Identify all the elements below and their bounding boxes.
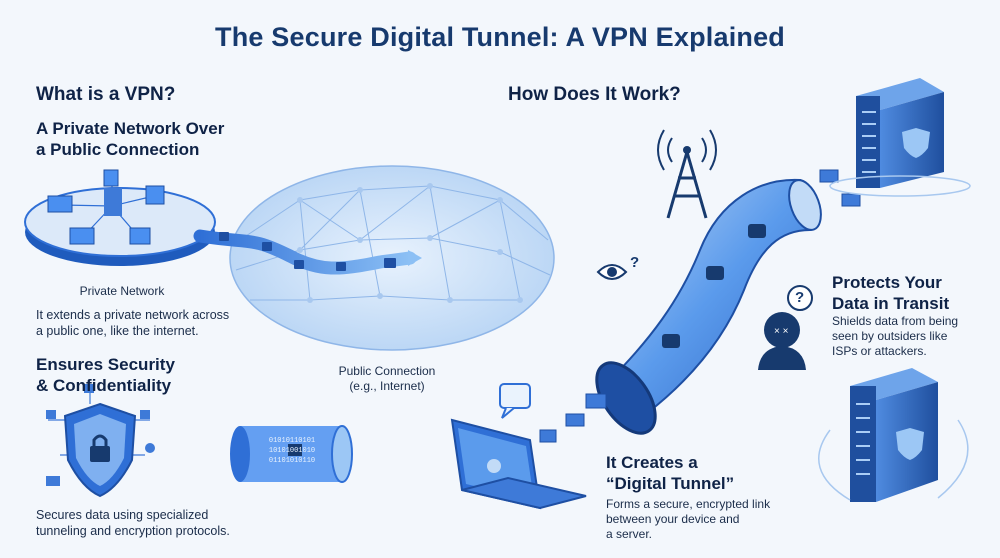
heading-line: “Digital Tunnel”	[606, 474, 735, 493]
data-packet-icon	[585, 393, 607, 409]
chat-bubble-icon	[499, 383, 531, 419]
binary-row: 01101010110	[268, 457, 316, 465]
data-packet-icon	[706, 266, 724, 280]
monitor-icon	[129, 227, 151, 245]
laptop-icon	[450, 418, 587, 510]
lock-icon	[219, 232, 229, 241]
description-line: between your device and	[606, 512, 740, 526]
lock-icon	[140, 410, 150, 419]
data-packet-icon	[662, 334, 680, 348]
how-it-works-heading: How Does It Work?	[508, 84, 681, 105]
server-rack-bottom	[818, 368, 969, 502]
description-line: It extends a private network across	[36, 308, 230, 322]
lock-icon	[90, 446, 110, 462]
shield-icon	[902, 128, 930, 158]
heading-line: Ensures Security	[36, 355, 175, 374]
cell-tower-icon	[657, 129, 717, 219]
encrypted-tunnel-cylinder	[230, 425, 353, 483]
hacker-question-mark: ?	[795, 289, 805, 306]
description-line: a server.	[606, 527, 653, 541]
page-title: The Secure Digital Tunnel: A VPN Explain…	[215, 22, 785, 52]
protects-data-heading: Protects Your Data in Transit	[832, 272, 949, 314]
label-line: Public Connection	[338, 364, 436, 378]
heading-line: It Creates a	[606, 453, 698, 472]
label-line: (e.g., Internet)	[349, 379, 425, 393]
data-packet-icon	[819, 169, 839, 183]
server-icon	[145, 185, 165, 205]
lock-icon	[288, 444, 302, 456]
security-description: Secures data using specialized tunneling…	[36, 507, 230, 539]
heading-line: & Confidentiality	[36, 376, 172, 395]
monitor-icon	[69, 227, 95, 245]
question-bubble-icon	[787, 285, 813, 311]
eye-icon	[596, 264, 628, 280]
public-connection-label: Public Connection (e.g., Internet)	[322, 364, 452, 394]
security-heading: Ensures Security & Confidentiality	[36, 354, 175, 396]
server-icon	[103, 169, 119, 187]
heading-line: Data in Transit	[832, 294, 950, 313]
lock-icon	[84, 384, 94, 393]
description-line: ISPs or attackers.	[832, 344, 927, 358]
brick-wall-icon	[46, 476, 60, 486]
binary-data: 01010110101 10101001010 01101010110	[254, 436, 330, 466]
subheading-line: a Public Connection	[36, 140, 200, 159]
what-is-vpn-heading: What is a VPN?	[36, 84, 176, 105]
hacker-icon: × ×	[758, 312, 806, 370]
svg-text:× ×: × ×	[774, 326, 789, 337]
description-line: a public one, like the internet.	[36, 324, 199, 338]
key-icon	[145, 443, 155, 453]
data-packet-icon	[841, 193, 861, 207]
binary-row: 10101001010	[268, 447, 316, 455]
lock-icon	[46, 410, 56, 419]
data-packet-icon	[748, 224, 766, 238]
lock-icon	[336, 262, 346, 271]
eye-question-mark: ?	[630, 254, 640, 271]
data-packet-icon	[565, 413, 585, 427]
description-line: Secures data using specialized	[36, 508, 209, 522]
description-line: Forms a secure, encrypted link	[606, 497, 771, 511]
lock-icon	[262, 242, 272, 251]
server-rack-top	[829, 78, 971, 197]
server-icon	[104, 188, 122, 216]
secure-path	[193, 229, 422, 275]
subheading-line: A Private Network Over	[36, 119, 225, 138]
security-shield-illustration	[46, 384, 155, 498]
private-network-illustration	[24, 169, 216, 266]
vpn-description: It extends a private network across a pu…	[36, 307, 229, 339]
digital-tunnel-heading: It Creates a “Digital Tunnel”	[606, 452, 734, 494]
private-network-subheading: A Private Network Over a Public Connecti…	[36, 118, 224, 160]
protects-data-description: Shields data from being seen by outsider…	[832, 314, 958, 359]
binary-row: 01010110101	[268, 437, 316, 445]
digital-tunnel	[539, 163, 877, 443]
description-line: seen by outsiders like	[832, 329, 948, 343]
shield-icon	[896, 428, 924, 460]
digital-tunnel-description: Forms a secure, encrypted link between y…	[606, 497, 770, 542]
lock-icon	[294, 260, 304, 269]
description-line: tunneling and encryption protocols.	[36, 524, 230, 538]
data-packet-icon	[539, 429, 557, 443]
heading-line: Protects Your	[832, 273, 942, 292]
laptop-icon	[47, 195, 73, 213]
lock-icon	[384, 258, 396, 268]
private-network-label: Private Network	[79, 284, 165, 298]
description-line: Shields data from being	[832, 314, 959, 328]
